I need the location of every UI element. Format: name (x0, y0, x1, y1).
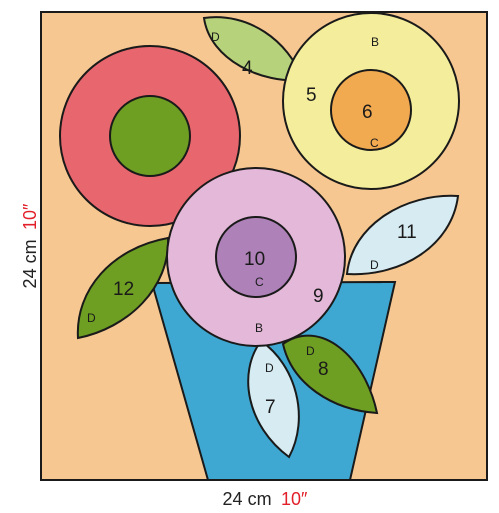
piece-6-letter: C (370, 136, 379, 150)
piece-7-number: 7 (265, 397, 276, 418)
leaf-7 (247, 339, 300, 459)
piece-5-letter: B (371, 35, 379, 49)
piece-10-number: 10 (244, 249, 265, 270)
piece-8-number: 8 (318, 359, 329, 380)
side-dimension-cm: 24 cm (20, 239, 40, 288)
piece-5-number: 5 (306, 85, 317, 106)
leaf-11 (345, 194, 460, 276)
yellow-flower-center (330, 69, 412, 151)
piece-10-letter: C (255, 275, 264, 289)
piece-11-letter: D (370, 258, 379, 272)
red-flower-center (109, 95, 191, 177)
bottom-dimension-cm: 24 cm (223, 489, 272, 509)
pink-flower-center (215, 216, 297, 298)
piece-4-number: 4 (242, 58, 253, 79)
side-dimension-label: 24 cm 10″ (20, 203, 40, 289)
piece-9-number: 9 (313, 286, 324, 307)
piece-12-letter: D (87, 311, 96, 325)
piece-8-letter: D (306, 344, 315, 358)
piece-11-number: 11 (397, 222, 417, 243)
bottom-dimension-label: 24 cm 10″ (223, 489, 309, 509)
leaf-8 (281, 334, 379, 415)
side-dimension-in: 10″ (20, 203, 40, 230)
piece-12-number: 12 (113, 279, 134, 300)
piece-7-letter: D (265, 361, 274, 375)
piece-9-letter: B (255, 321, 263, 335)
bottom-dimension-in: 10″ (281, 489, 308, 509)
piece-4-letter: D (211, 30, 220, 44)
leaf-12 (76, 236, 170, 340)
piece-6-number: 6 (362, 102, 373, 123)
